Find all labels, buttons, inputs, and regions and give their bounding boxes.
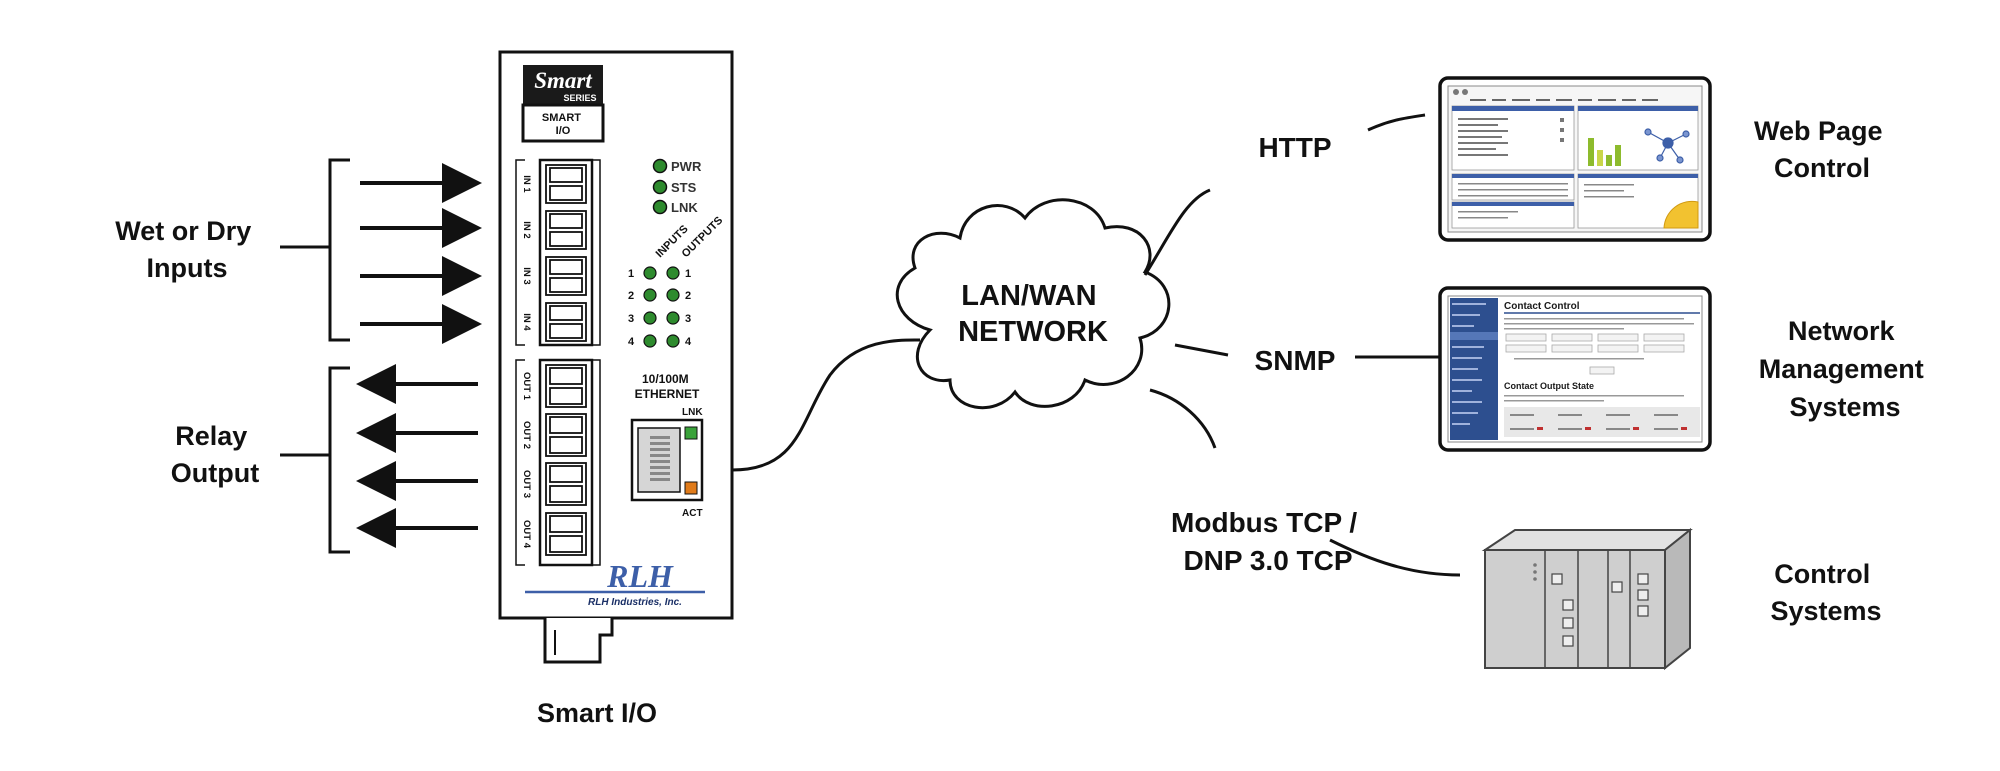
web-control-label: Web Page Control [1754,116,1890,183]
port-label-in1: IN 1 [521,175,532,193]
web-control-screen [1438,76,1712,242]
svg-text:4: 4 [628,336,635,348]
pie-chart-thumbnail [1663,200,1699,229]
bar-chart-thumbnail [1588,138,1621,166]
svg-text:RLH Industries, Inc.: RLH Industries, Inc. [588,597,682,608]
svg-text:2: 2 [628,290,634,302]
http-label: HTTP [1258,132,1331,163]
snmp-sidebar [1450,298,1498,440]
port-label-in2: IN 2 [521,221,532,238]
svg-text:LNK: LNK [682,407,703,418]
svg-text:3: 3 [685,313,691,325]
smart-series-logo: Smart SERIES SMART I/O [521,65,605,143]
svg-text:3: 3 [628,313,634,325]
port-label-out2: OUT 2 [521,421,532,449]
nms-label: Network Management Systems [1759,316,1932,422]
eth-link-led-icon [684,426,698,440]
http-link [1143,188,1211,276]
svg-text:4: 4 [685,336,692,348]
rlh-logo: RLH RLH Industries, Inc. [525,558,705,608]
svg-text:Smart: Smart [534,68,592,93]
port-label-out1: OUT 1 [521,372,532,401]
input-terminals [515,158,601,347]
device-caption: Smart I/O [537,698,657,728]
modbus-label: Modbus TCP / DNP 3.0 TCP [1171,507,1365,576]
svg-text:SERIES: SERIES [563,93,596,103]
relay-bracket [280,366,350,554]
smart-io-device: Smart SERIES SMART I/O [498,50,734,664]
led-label-lnk: LNK [671,200,698,215]
svg-text:1: 1 [628,268,634,280]
svg-text:ACT: ACT [682,508,703,519]
status-leds: PWR STS LNK [652,158,702,215]
led-label-pwr: PWR [671,159,702,174]
port-label-in3: IN 3 [521,267,532,284]
control-system-cabinet-icon [1481,527,1693,671]
led-label-sts: STS [671,180,697,195]
relay-label: Relay Output [171,421,259,488]
input-bracket [280,158,350,342]
output-arrows [356,364,478,548]
snmp-screen-title: Contact Control [1504,301,1580,312]
modbus-link [1149,388,1217,449]
svg-text:1: 1 [685,268,691,280]
ethernet-port: 10/100M ETHERNET LNK ACT [630,372,703,519]
network-label: LAN/WAN NETWORK [958,280,1108,348]
snmp-label: SNMP [1255,345,1336,376]
pwr-led-icon [652,158,668,174]
port-label-out4: OUT 4 [521,520,532,549]
input-arrows [360,163,482,344]
sts-led-icon [652,179,668,195]
output-terminals [515,358,601,567]
svg-text:SMART I/O: SMART I/O [542,112,584,137]
lnk-led-icon [652,199,668,215]
snmp-screen-subtitle: Contact Output State [1504,381,1594,391]
network-graph-thumbnail [1644,128,1690,164]
inputs-label: Wet or Dry Inputs [115,216,259,283]
svg-text:10/100M ETHERNET: 10/100M ETHERNET [635,372,700,401]
ethernet-cable [731,338,921,472]
lan-wan-cloud-icon [895,198,1171,410]
port-label-out3: OUT 3 [521,470,532,498]
svg-text:2: 2 [685,290,691,302]
port-label-in4: IN 4 [521,313,532,331]
snmp-link [1174,343,1229,357]
control-systems-label: Control Systems [1770,559,1881,626]
eth-act-led-icon [684,481,698,495]
snmp-screen: Contact Control Contact Output State [1438,286,1712,452]
svg-text:RLH: RLH [606,558,674,594]
